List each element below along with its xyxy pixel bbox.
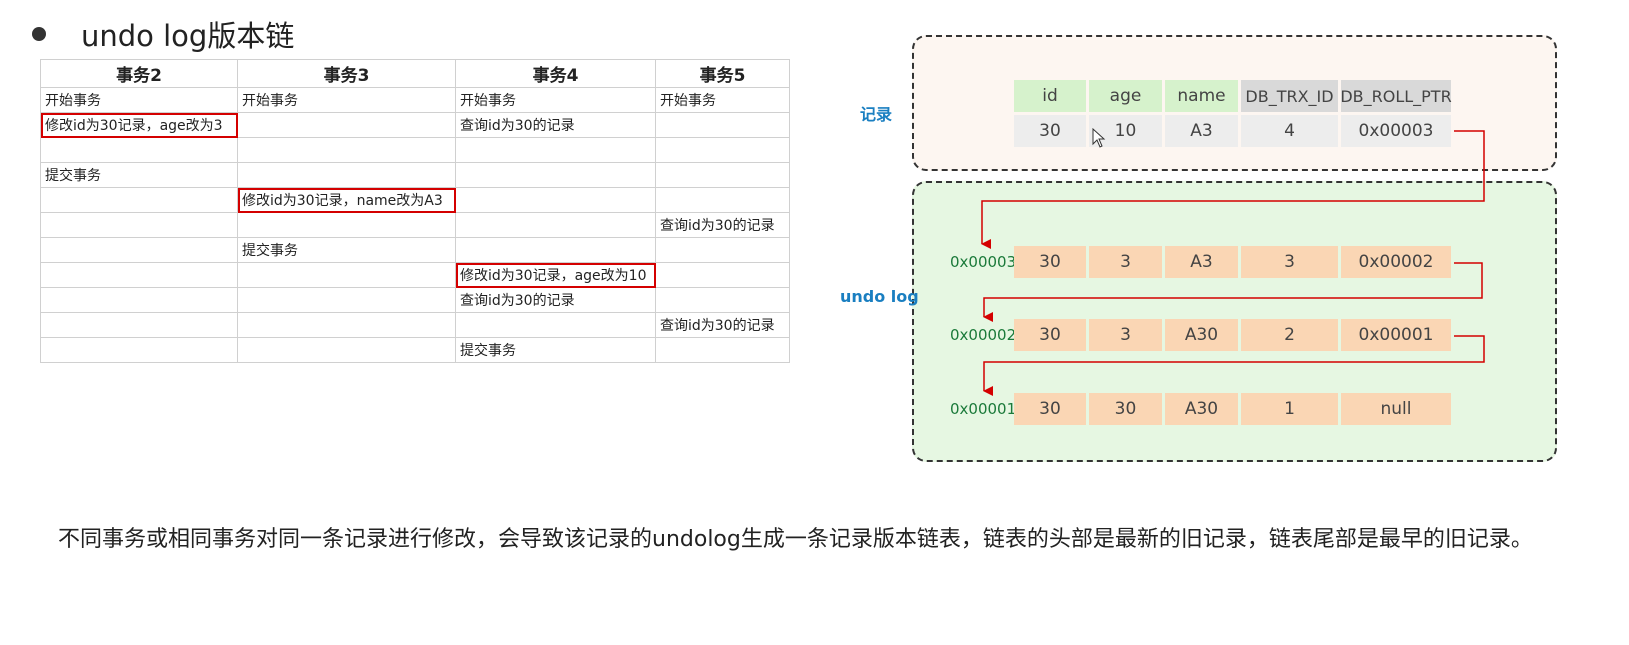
undo-cell: 3 xyxy=(1089,246,1162,278)
undo-cell: 0x00001 xyxy=(1341,319,1451,351)
undo-cell: A30 xyxy=(1165,319,1238,351)
table-cell: 开始事务 xyxy=(455,87,656,113)
table-cell xyxy=(655,137,790,163)
table-row: 查询id为30的记录 xyxy=(40,212,790,238)
table-cell: 查询id为30的记录 xyxy=(455,112,656,138)
slide-title-row: undo log版本链 xyxy=(32,14,294,54)
table-row: 查询id为30的记录 xyxy=(40,287,790,313)
record-header-trx-id: DB_TRX_ID xyxy=(1241,80,1338,112)
table-header-row: 事务2 事务3 事务4 事务5 xyxy=(40,59,790,88)
table-cell xyxy=(40,262,238,288)
table-cell: 开始事务 xyxy=(237,87,456,113)
table-cell: 查询id为30的记录 xyxy=(655,212,790,238)
undo-cell: 2 xyxy=(1241,319,1338,351)
highlighted-update-cell: 修改id为30记录，age改为3 xyxy=(40,112,238,138)
highlighted-update-cell: 修改id为30记录，age改为10 xyxy=(455,262,656,288)
transaction-table: 事务2 事务3 事务4 事务5 开始事务 开始事务 开始事务 开始事务 修改id… xyxy=(40,59,790,363)
undo-cell: 30 xyxy=(1014,393,1086,425)
table-row: 提交事务 xyxy=(40,337,790,363)
table-cell xyxy=(40,287,238,313)
table-cell: 查询id为30的记录 xyxy=(655,312,790,338)
undo-cell: 1 xyxy=(1241,393,1338,425)
table-cell xyxy=(40,187,238,213)
record-header-age: age xyxy=(1089,80,1162,112)
table-cell xyxy=(40,212,238,238)
table-row xyxy=(40,137,790,163)
record-value-id: 30 xyxy=(1014,115,1086,147)
record-value-name: A3 xyxy=(1165,115,1238,147)
table-row: 修改id为30记录，name改为A3 xyxy=(40,187,790,213)
table-cell: 开始事务 xyxy=(40,87,238,113)
undo-cell: A3 xyxy=(1165,246,1238,278)
table-cell xyxy=(237,162,456,188)
description-paragraph: 不同事务或相同事务对同一条记录进行修改，会导致该记录的undolog生成一条记录… xyxy=(58,527,1533,552)
record-header-name: name xyxy=(1165,80,1238,112)
undo-log-label: undo log xyxy=(840,287,919,306)
undo-cell: null xyxy=(1341,393,1451,425)
table-cell xyxy=(237,212,456,238)
header-tx5: 事务5 xyxy=(655,59,790,88)
undo-address: 0x00002 xyxy=(950,326,1017,344)
header-tx2: 事务2 xyxy=(40,59,238,88)
table-cell xyxy=(455,237,656,263)
table-row: 提交事务 xyxy=(40,237,790,263)
table-cell xyxy=(40,312,238,338)
record-header-id: id xyxy=(1014,80,1086,112)
undo-cell: 30 xyxy=(1014,319,1086,351)
table-cell xyxy=(40,137,238,163)
record-value-roll-ptr: 0x00003 xyxy=(1341,115,1451,147)
table-cell xyxy=(237,137,456,163)
undo-cell: A30 xyxy=(1165,393,1238,425)
table-cell xyxy=(655,187,790,213)
undo-cell: 3 xyxy=(1089,319,1162,351)
table-cell xyxy=(455,312,656,338)
table-cell xyxy=(237,337,456,363)
header-tx4: 事务4 xyxy=(455,59,656,88)
table-cell: 开始事务 xyxy=(655,87,790,113)
undo-cell: 0x00002 xyxy=(1341,246,1451,278)
undo-cell: 3 xyxy=(1241,246,1338,278)
table-row: 修改id为30记录，age改为3 查询id为30的记录 xyxy=(40,112,790,138)
table-cell: 提交事务 xyxy=(455,337,656,363)
undo-cell: 30 xyxy=(1089,393,1162,425)
record-header-roll-ptr: DB_ROLL_PTR xyxy=(1340,80,1452,112)
slide-title: undo log版本链 xyxy=(81,19,295,53)
table-cell xyxy=(655,112,790,138)
table-cell xyxy=(237,312,456,338)
bullet-icon xyxy=(32,27,46,41)
table-cell xyxy=(655,287,790,313)
table-cell xyxy=(455,137,656,163)
table-cell xyxy=(655,262,790,288)
table-cell xyxy=(237,287,456,313)
table-cell xyxy=(655,337,790,363)
table-cell: 提交事务 xyxy=(40,162,238,188)
table-row: 查询id为30的记录 xyxy=(40,312,790,338)
record-label: 记录 xyxy=(860,105,893,124)
table-cell: 查询id为30的记录 xyxy=(455,287,656,313)
undo-address: 0x00003 xyxy=(950,253,1017,271)
table-row: 提交事务 xyxy=(40,162,790,188)
table-cell: 提交事务 xyxy=(237,237,456,263)
undo-cell: 30 xyxy=(1014,246,1086,278)
table-row: 修改id为30记录，age改为10 xyxy=(40,262,790,288)
table-cell xyxy=(40,337,238,363)
table-cell xyxy=(40,237,238,263)
table-cell xyxy=(455,212,656,238)
mouse-cursor-icon xyxy=(1092,128,1106,148)
table-cell xyxy=(237,262,456,288)
table-cell xyxy=(455,162,656,188)
table-cell xyxy=(455,187,656,213)
table-cell xyxy=(655,162,790,188)
table-row: 开始事务 开始事务 开始事务 开始事务 xyxy=(40,87,790,113)
record-value-trx-id: 4 xyxy=(1241,115,1338,147)
undo-address: 0x00001 xyxy=(950,400,1017,418)
table-cell xyxy=(655,237,790,263)
header-tx3: 事务3 xyxy=(237,59,456,88)
table-cell xyxy=(237,112,456,138)
highlighted-update-cell: 修改id为30记录，name改为A3 xyxy=(237,187,456,213)
